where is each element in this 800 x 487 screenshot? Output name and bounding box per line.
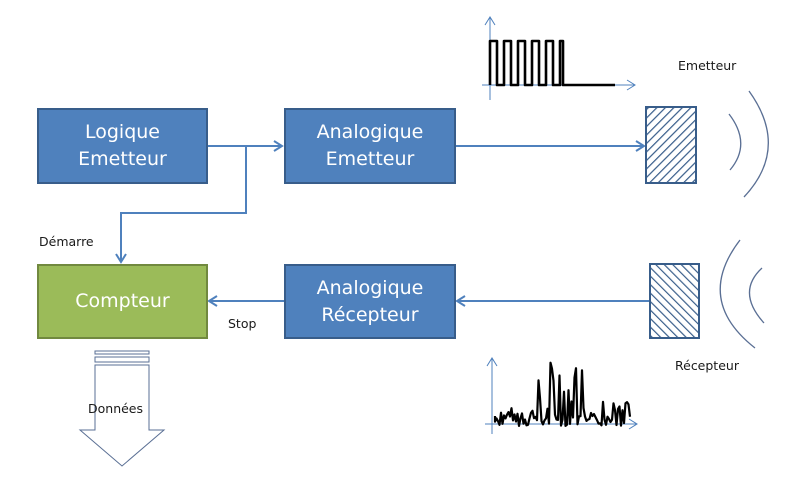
block-logique-emetteur-line2: Emetteur: [78, 148, 167, 170]
label-donnees: Données: [88, 401, 144, 416]
emitter-transducer: [645, 106, 697, 184]
block-analogique-emetteur-line2: Emetteur: [325, 148, 415, 170]
label-emetteur: Emetteur: [678, 58, 737, 73]
received-wave-large-icon: [719, 239, 756, 349]
block-analogique-recepteur-line2: Récepteur: [321, 303, 419, 326]
label-demarre: Démarre: [39, 234, 94, 249]
block-compteur: Compteur: [37, 264, 208, 339]
receiver-transducer: [649, 263, 700, 339]
emitted-wave-large-icon: [743, 90, 769, 198]
pulse-train: [488, 39, 615, 87]
received-signal-plot: [485, 357, 638, 434]
connector-logic-to-analog-emitter: [207, 140, 284, 152]
connector-transducer-to-analog-receiver: [455, 295, 650, 307]
emitted-wave-small-icon: [728, 113, 742, 171]
label-recepteur: Récepteur: [675, 358, 739, 373]
noise-signal: [493, 361, 632, 427]
emitted-signal-plot: [482, 16, 636, 100]
block-compteur-label: Compteur: [75, 290, 170, 312]
connector-analog-emitter-to-transducer: [455, 140, 646, 152]
data-output-arrow-icon: [78, 350, 166, 467]
block-analogique-emetteur-line1: Analogique: [316, 121, 424, 143]
block-analogique-emetteur: Analogique Emetteur: [284, 108, 456, 184]
block-analogique-recepteur: Analogique Récepteur: [284, 264, 456, 339]
block-logique-emetteur-line1: Logique: [84, 121, 160, 143]
block-analogique-recepteur-line1: Analogique: [316, 276, 424, 299]
connector-stop-to-counter: [207, 295, 284, 307]
connector-start-to-counter: [115, 146, 247, 264]
received-wave-small-icon: [748, 267, 765, 324]
label-stop: Stop: [228, 316, 257, 331]
block-logique-emetteur: Logique Emetteur: [37, 108, 208, 184]
